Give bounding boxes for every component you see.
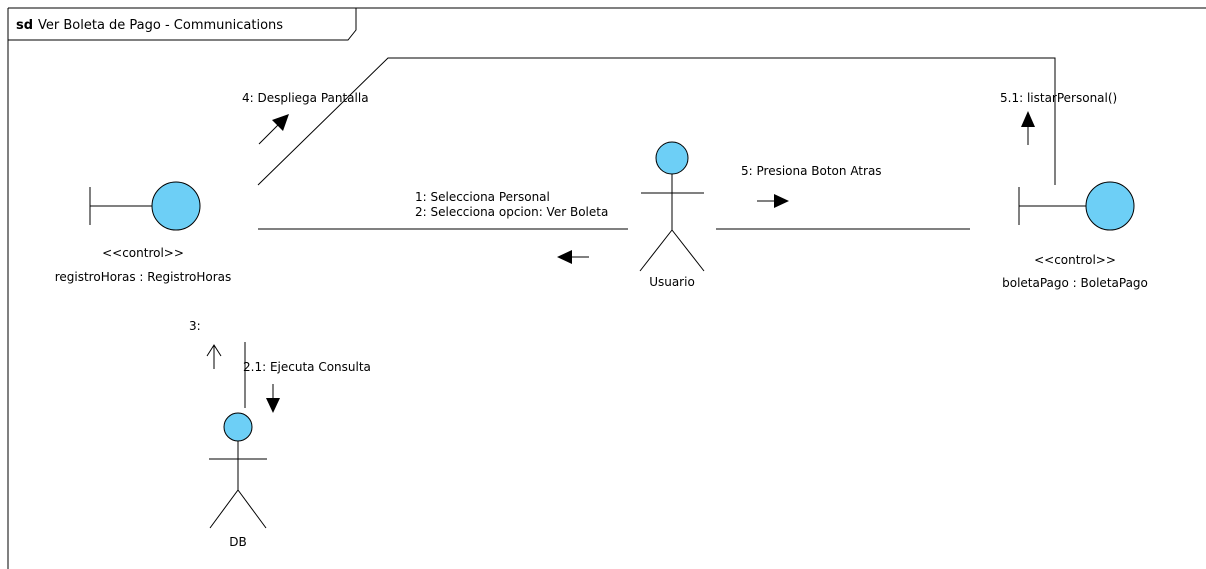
registro-stereotype: <<control>> xyxy=(102,246,184,260)
actor-head-icon xyxy=(655,141,689,175)
arrow-up-right-icon xyxy=(272,114,289,131)
message-5: 5: Presiona Boton Atras xyxy=(741,164,882,208)
arrow-down-icon xyxy=(266,398,280,413)
message-2-1: 2.1: Ejecuta Consulta xyxy=(243,360,371,413)
boleta-stereotype: <<control>> xyxy=(1034,253,1116,267)
message-1-2: 1: Selecciona Personal 2: Selecciona opc… xyxy=(415,190,608,264)
actor-usuario[interactable]: Usuario xyxy=(639,141,705,289)
message-label: 2: Selecciona opcion: Ver Boleta xyxy=(415,205,608,219)
open-arrow-up-icon xyxy=(206,344,222,357)
frame-title-tab xyxy=(8,7,357,41)
registro-name: registroHoras : RegistroHoras xyxy=(55,270,232,284)
arrow-up-icon xyxy=(1021,111,1035,127)
usuario-name: Usuario xyxy=(649,275,695,289)
control-object-registro[interactable]: <<control>> registroHoras : RegistroHora… xyxy=(55,181,232,284)
actor-db[interactable]: DB xyxy=(209,412,267,549)
message-label: 1: Selecciona Personal xyxy=(415,190,550,204)
arrow-left-icon xyxy=(557,250,572,264)
control-icon xyxy=(1085,181,1135,231)
db-name: DB xyxy=(229,535,246,549)
links xyxy=(244,57,1056,408)
message-3: 3: xyxy=(189,319,222,369)
frame-keyword: sd xyxy=(16,18,33,33)
message-5-1: 5.1: listarPersonal() xyxy=(1000,91,1117,145)
message-label: 5: Presiona Boton Atras xyxy=(741,164,882,178)
message-label: 5.1: listarPersonal() xyxy=(1000,91,1117,105)
message-label: 4: Despliega Pantalla xyxy=(242,91,369,105)
actor-head-icon xyxy=(223,412,253,442)
frame-title: Ver Boleta de Pago - Communications xyxy=(38,18,283,33)
link-registro-boleta xyxy=(257,57,1056,186)
message-label: 3: xyxy=(189,319,201,333)
arrow-right-icon xyxy=(774,194,789,208)
diagram-frame: sd Ver Boleta de Pago - Communications xyxy=(7,7,1206,569)
control-icon xyxy=(151,181,201,231)
message-4: 4: Despliega Pantalla xyxy=(242,91,369,145)
boleta-name: boletaPago : BoletaPago xyxy=(1002,276,1148,290)
control-object-boleta[interactable]: <<control>> boletaPago : BoletaPago xyxy=(1002,181,1148,290)
message-label: 2.1: Ejecuta Consulta xyxy=(243,360,371,374)
